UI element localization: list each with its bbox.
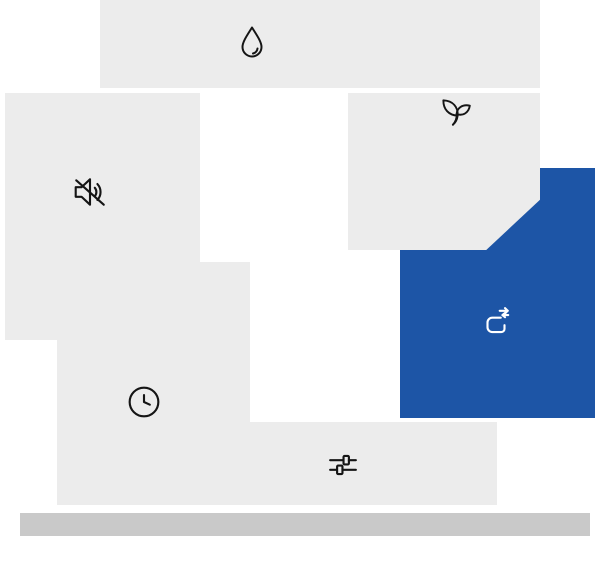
sound-off-icon (72, 176, 108, 208)
clock-icon (127, 385, 161, 419)
horizontal-scrollbar[interactable] (20, 513, 590, 536)
tile-eco-leaves[interactable] (348, 93, 540, 250)
water-drop-icon (238, 25, 266, 59)
eco-leaves-icon (437, 96, 473, 128)
tile-sliders[interactable] (60, 422, 497, 505)
sliders-icon (328, 452, 358, 478)
water-circulation-icon (479, 306, 513, 340)
tile-water-drop[interactable] (100, 0, 540, 88)
